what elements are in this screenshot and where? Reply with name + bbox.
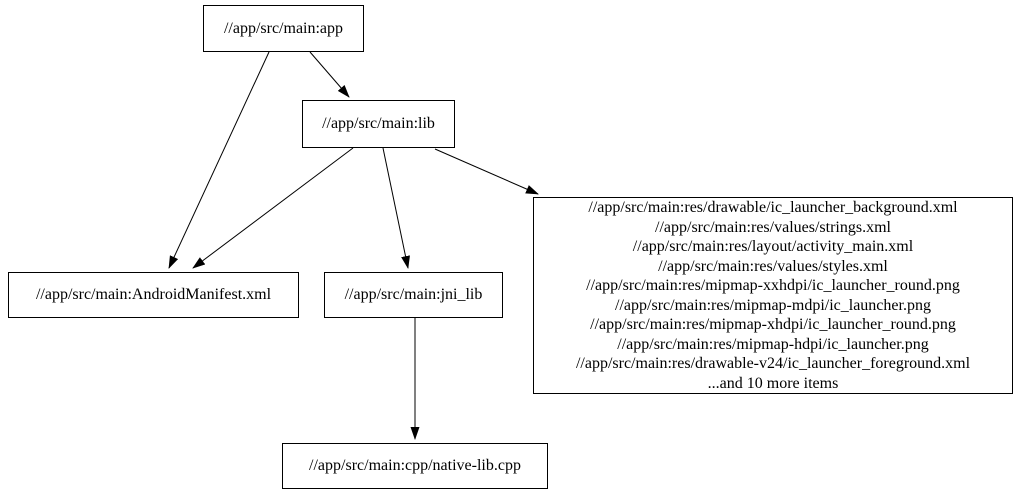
node-android-manifest: //app/src/main:AndroidManifest.xml [8,272,299,318]
edge-lib-to-jni-lib [382,147,410,269]
resource-item: //app/src/main:res/values/styles.xml [658,257,888,275]
node-app-label: //app/src/main:app [223,19,344,37]
node-app: //app/src/main:app [203,5,364,52]
node-jni-lib: //app/src/main:jni_lib [324,272,503,318]
resource-item: //app/src/main:res/drawable-v24/ic_launc… [575,355,971,372]
node-android-manifest-label: //app/src/main:AndroidManifest.xml [35,286,272,304]
resource-item: //app/src/main:res/mipmap-xxhdpi/ic_laun… [586,277,960,294]
edge-lib-to-manifest [192,147,354,269]
edge-app-to-lib [309,51,350,98]
node-lib: //app/src/main:lib [302,100,455,148]
resource-item: //app/src/main:res/drawable/ic_launcher_… [588,199,958,216]
resource-item: //app/src/main:res/values/strings.xml [655,218,891,236]
resources-more-items: ...and 10 more items [707,374,839,392]
resource-item: //app/src/main:res/mipmap-xhdpi/ic_launc… [590,316,956,333]
edge-app-to-manifest [168,51,270,269]
node-jni-lib-label: //app/src/main:jni_lib [344,286,483,304]
node-native-lib-cpp: //app/src/main:cpp/native-lib.cpp [282,443,548,489]
resource-item: //app/src/main:res/mipmap-hdpi/ic_launch… [617,335,929,353]
resource-item: //app/src/main:res/mipmap-mdpi/ic_launch… [615,296,931,314]
node-resources: //app/src/main:res/drawable/ic_launcher_… [533,197,1013,394]
node-native-lib-cpp-label: //app/src/main:cpp/native-lib.cpp [309,457,521,475]
edge-lib-to-resources [434,148,539,195]
node-lib-label: //app/src/main:lib [322,115,435,133]
resource-item: //app/src/main:res/layout/activity_main.… [632,238,914,255]
